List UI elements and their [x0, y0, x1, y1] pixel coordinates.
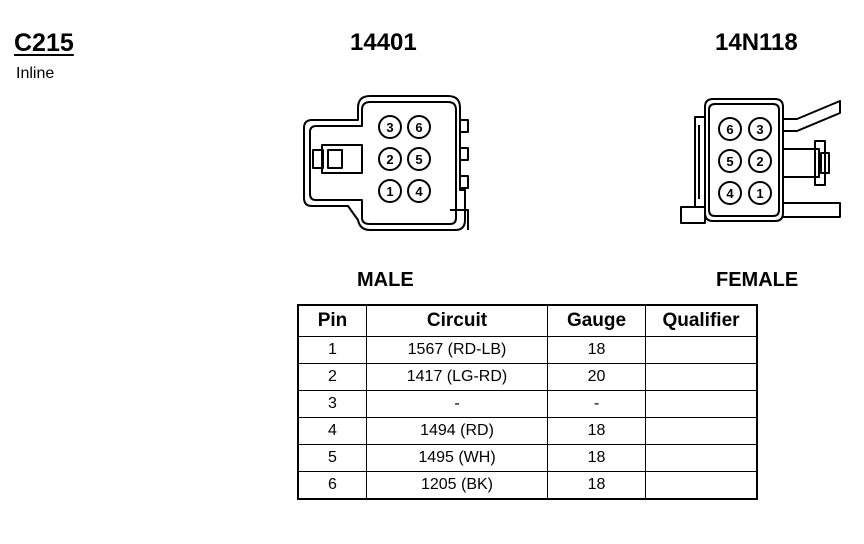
header-circuit: Circuit: [366, 304, 548, 337]
connector-id: C215: [14, 29, 74, 57]
male-pin-5: 5: [415, 152, 422, 167]
male-pin-4: 4: [415, 184, 423, 199]
female-pin-6: 6: [726, 122, 733, 137]
female-label: FEMALE: [716, 269, 799, 291]
female-connector-diagram: 6 3 5 2 4 1: [680, 98, 841, 224]
cell-circuit: 1494 (RD): [366, 417, 548, 445]
cell-circuit: 1567 (RD-LB): [366, 336, 548, 364]
header-pin: Pin: [297, 304, 367, 337]
table-row: 2 1417 (LG-RD) 20: [297, 363, 758, 391]
table-row: 6 1205 (BK) 18: [297, 471, 758, 500]
female-pin-4: 4: [726, 186, 734, 201]
cell-circuit: -: [366, 390, 548, 418]
cell-pin: 4: [297, 417, 367, 445]
cell-pin: 6: [297, 471, 367, 500]
table-row: 4 1494 (RD) 18: [297, 417, 758, 445]
cell-qualifier: [645, 390, 758, 418]
cell-pin: 2: [297, 363, 367, 391]
cell-gauge: 18: [547, 471, 646, 500]
female-part-number: 14N118: [715, 29, 798, 56]
cell-qualifier: [645, 363, 758, 391]
male-part-number: 14401: [350, 29, 417, 56]
pin-table: Pin Circuit Gauge Qualifier 1 1567 (RD-L…: [297, 304, 758, 500]
female-pin-5: 5: [726, 154, 733, 169]
male-connector-diagram: 3 6 2 5 1 4: [303, 95, 469, 231]
header-qualifier: Qualifier: [645, 304, 758, 337]
male-pin-3: 3: [386, 120, 393, 135]
cell-circuit: 1417 (LG-RD): [366, 363, 548, 391]
cell-pin: 1: [297, 336, 367, 364]
header-gauge: Gauge: [547, 304, 646, 337]
male-label: MALE: [357, 269, 414, 291]
male-pin-2: 2: [386, 152, 393, 167]
cell-gauge: -: [547, 390, 646, 418]
female-pin-3: 3: [756, 122, 763, 137]
cell-qualifier: [645, 444, 758, 472]
cell-circuit: 1495 (WH): [366, 444, 548, 472]
female-pin-1: 1: [756, 186, 763, 201]
table-row: 1 1567 (RD-LB) 18: [297, 336, 758, 364]
cell-qualifier: [645, 417, 758, 445]
cell-qualifier: [645, 471, 758, 500]
cell-circuit: 1205 (BK): [366, 471, 548, 500]
cell-gauge: 18: [547, 444, 646, 472]
male-pin-1: 1: [386, 184, 393, 199]
cell-gauge: 20: [547, 363, 646, 391]
connector-type: Inline: [16, 65, 55, 82]
table-header-row: Pin Circuit Gauge Qualifier: [297, 304, 758, 337]
cell-gauge: 18: [547, 336, 646, 364]
female-pin-grid: 6 3 5 2 4 1: [718, 117, 772, 205]
table-row: 3 - -: [297, 390, 758, 418]
cell-gauge: 18: [547, 417, 646, 445]
cell-pin: 5: [297, 444, 367, 472]
cell-pin: 3: [297, 390, 367, 418]
male-pin-grid: 3 6 2 5 1 4: [378, 115, 431, 203]
male-pin-6: 6: [415, 120, 422, 135]
table-row: 5 1495 (WH) 18: [297, 444, 758, 472]
cell-qualifier: [645, 336, 758, 364]
female-pin-2: 2: [756, 154, 763, 169]
